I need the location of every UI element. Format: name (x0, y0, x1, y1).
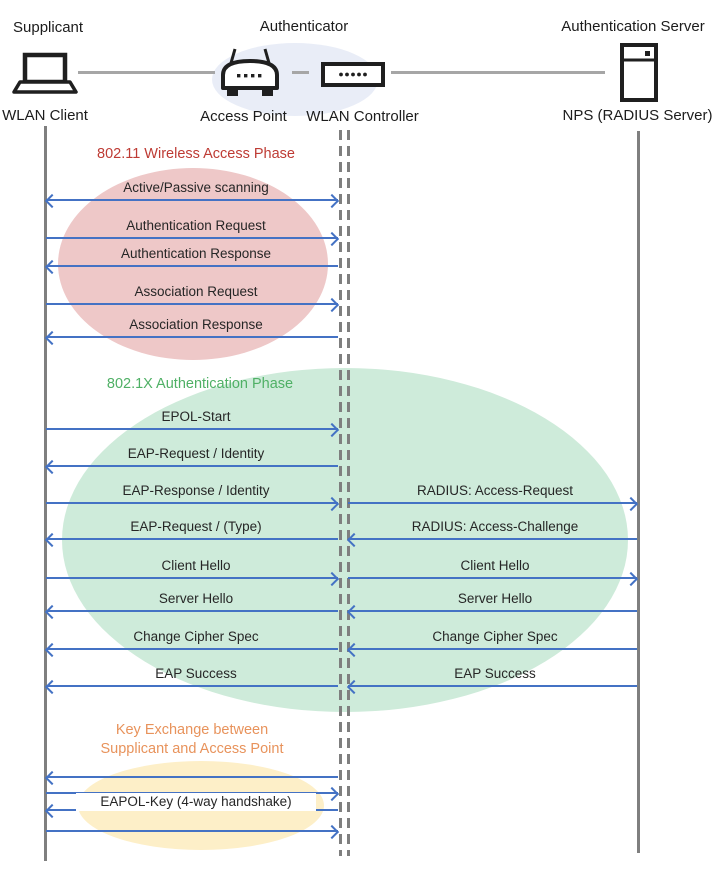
connector-ap-to-controller (292, 71, 309, 74)
message-arrow-client-hello (348, 577, 637, 579)
phase-title-key-exchange-line1: Key Exchange between (115, 722, 269, 738)
message-arrow-eap-success (348, 685, 637, 687)
phase-title-8021x-authentication: 802.1X Authentication Phase (106, 376, 294, 392)
message-label: RADIUS: Access-Request (416, 483, 574, 498)
message-label: EAP-Response / Identity (122, 483, 270, 498)
lifeline-authenticator-left (339, 130, 342, 856)
message-arrow-association-response (46, 336, 338, 338)
message-arrow-radius-access-request (348, 502, 637, 504)
device-label-access-point: Access Point (200, 108, 287, 125)
phase-ellipse-8021x-authentication (62, 368, 628, 712)
message-label: Client Hello (460, 558, 530, 573)
lifeline-wlan-client (44, 126, 47, 861)
device-label-wlan-client: WLAN Client (2, 107, 88, 124)
phase-title-key-exchange-line2: Supplicant and Access Point (100, 741, 284, 757)
lifeline-radius-server (637, 131, 640, 853)
message-arrow-change-cipher-spec (348, 648, 637, 650)
message-arrow-radius-access-challenge (348, 538, 637, 540)
message-arrow-change-cipher-spec (46, 648, 338, 650)
message-label: EAP-Request / Identity (127, 446, 265, 461)
message-label: EAPOL-Key (4-way handshake) (76, 793, 316, 811)
message-arrow-eap-request-identity (46, 465, 338, 467)
wlan-controller-icon (321, 62, 385, 87)
message-arrow-handshake-19 (46, 776, 338, 778)
message-arrow-epol-start (46, 428, 338, 430)
role-label-authentication-server: Authentication Server (561, 18, 705, 35)
role-label-authenticator: Authenticator (259, 18, 349, 35)
message-arrow-eap-request-type- (46, 538, 338, 540)
device-label-nps-radius-server: NPS (RADIUS Server) (562, 107, 713, 124)
message-label: Authentication Response (120, 246, 272, 261)
phase-title-wireless-access: 802.11 Wireless Access Phase (97, 146, 295, 162)
message-label: RADIUS: Access-Challenge (411, 519, 579, 534)
laptop-icon (12, 52, 78, 94)
message-label: Change Cipher Spec (432, 629, 558, 644)
message-label: Authentication Request (126, 218, 266, 233)
message-label: Association Response (129, 317, 263, 332)
message-arrow-client-hello (46, 577, 338, 579)
message-label: EAP Success (454, 666, 536, 681)
message-arrow-association-request (46, 303, 338, 305)
message-arrow-eap-success (46, 685, 338, 687)
message-arrow-active-passive-scanning (46, 199, 338, 201)
server-icon (620, 43, 658, 102)
device-label-wlan-controller: WLAN Controller (306, 108, 419, 125)
message-label: EAP-Request / (Type) (130, 519, 262, 534)
message-label: Change Cipher Spec (133, 629, 259, 644)
connector-client-to-ap (78, 71, 215, 74)
message-arrow-authentication-response (46, 265, 338, 267)
message-arrow-handshake-22 (46, 830, 338, 832)
access-point-icon (221, 48, 279, 96)
message-label: Client Hello (161, 558, 231, 573)
message-arrow-authentication-request (46, 237, 338, 239)
message-arrow-server-hello (348, 610, 637, 612)
message-label: EPOL-Start (161, 409, 231, 424)
connector-controller-to-server (391, 71, 605, 74)
message-label: Server Hello (457, 591, 533, 606)
message-label: Association Request (134, 284, 258, 299)
lifeline-authenticator-right (347, 130, 350, 856)
message-label: Server Hello (158, 591, 234, 606)
message-label: EAP Success (155, 666, 237, 681)
message-label: Active/Passive scanning (123, 180, 269, 195)
role-label-supplicant: Supplicant (13, 19, 84, 36)
message-arrow-server-hello (46, 610, 338, 612)
message-arrow-eap-response-identity (46, 502, 338, 504)
